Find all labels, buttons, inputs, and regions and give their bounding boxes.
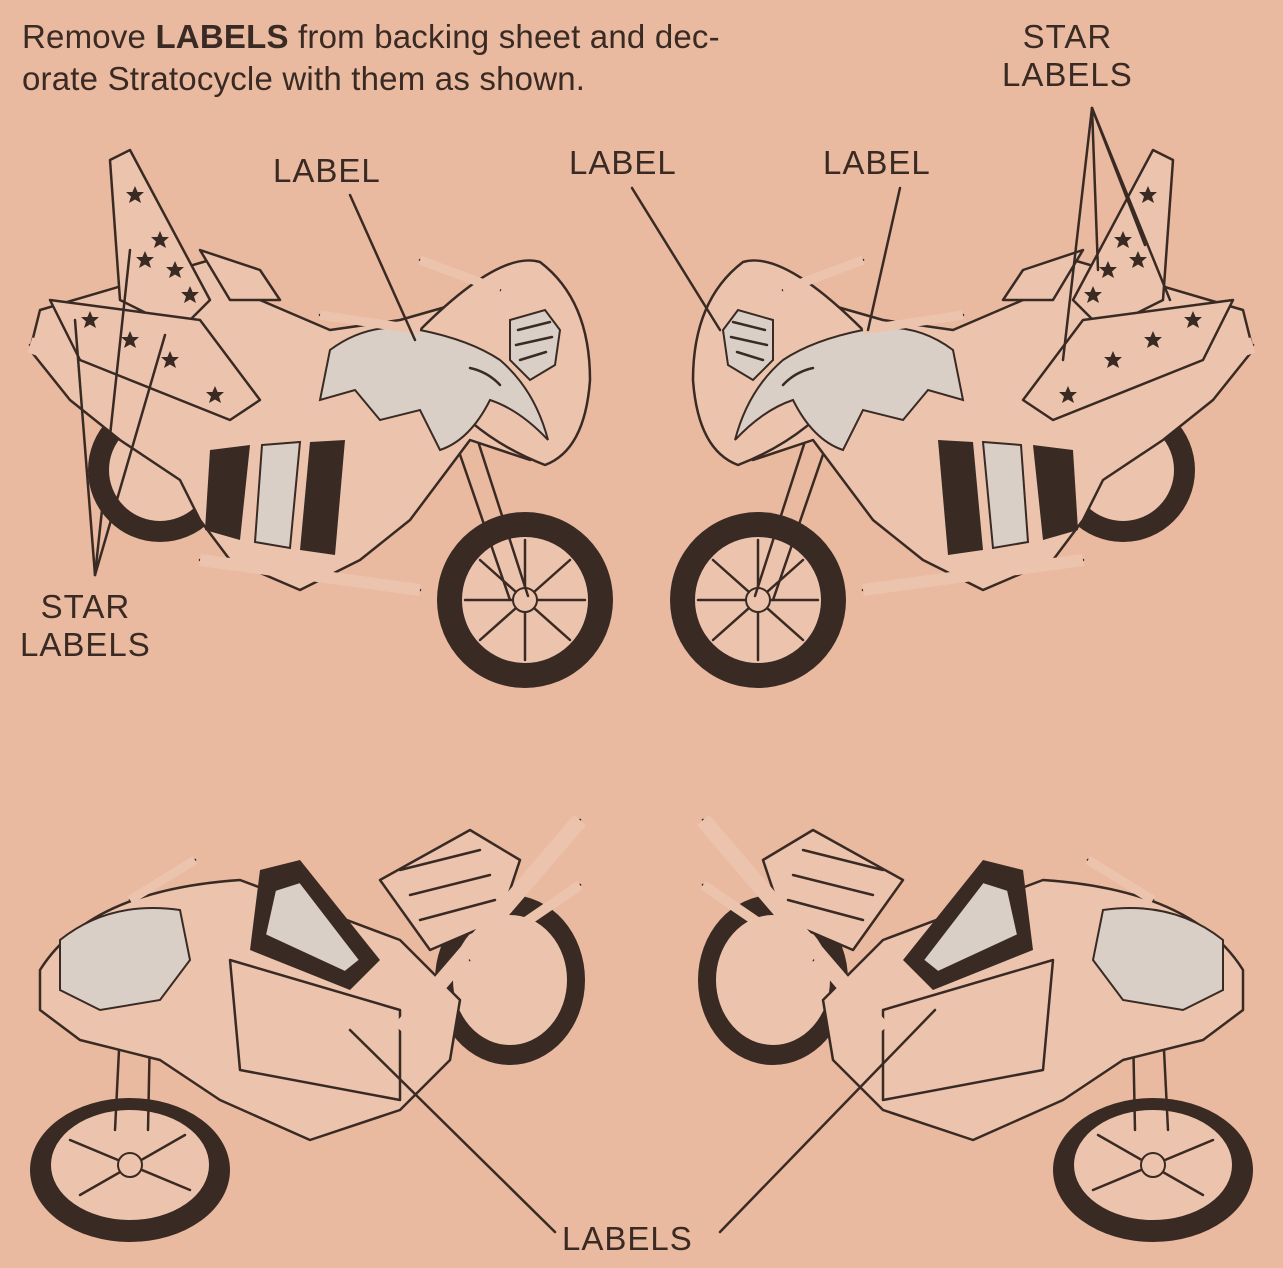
cycle-side-view-left xyxy=(30,150,613,688)
leader-star-right-b xyxy=(1092,108,1098,270)
cycle-top-view-right xyxy=(698,820,1253,1242)
cycle-side-view-right xyxy=(670,150,1253,688)
leader-label-right xyxy=(868,188,900,330)
leader-label-center xyxy=(632,188,720,330)
